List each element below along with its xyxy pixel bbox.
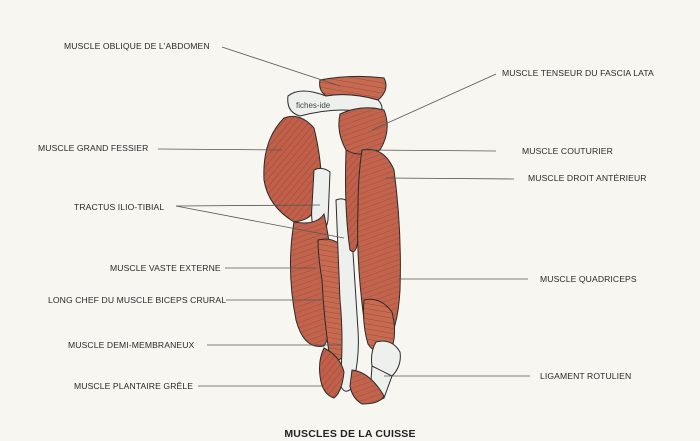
label-biceps: LONG CHEF DU MUSCLE BICEPS CRURAL xyxy=(48,295,227,305)
label-vaste-externe: MUSCLE VASTE EXTERNE xyxy=(110,263,221,273)
leader-grand-fessier xyxy=(157,148,283,151)
label-ligament: LIGAMENT ROTULIEN xyxy=(540,371,632,381)
leader-oblique xyxy=(221,46,341,87)
label-droit-anterieur: MUSCLE DROIT ANTÉRIEUR xyxy=(528,173,647,183)
leader-tractus-a xyxy=(175,204,321,207)
label-tenseur: MUSCLE TENSEUR DU FASCIA LATA xyxy=(502,68,654,78)
label-oblique: MUSCLE OBLIQUE DE L'ABDOMEN xyxy=(64,41,210,51)
diagram-title: MUSCLES DE LA CUISSE xyxy=(284,428,416,440)
label-demi-membraneux: MUSCLE DEMI-MEMBRANEUX xyxy=(68,340,195,350)
label-couturier: MUSCLE COUTURIER xyxy=(522,146,613,156)
leader-lines xyxy=(157,46,530,387)
label-quadriceps: MUSCLE QUADRICEPS xyxy=(540,274,637,284)
plantaris-shape xyxy=(319,347,345,399)
label-plantaire: MUSCLE PLANTAIRE GRÊLE xyxy=(74,381,194,391)
leader-couturier xyxy=(363,149,497,152)
leader-tenseur xyxy=(371,73,497,131)
label-tractus: TRACTUS ILIO-TIBIAL xyxy=(74,202,165,212)
label-grand-fessier: MUSCLE GRAND FESSIER xyxy=(38,143,149,153)
lower-leg-front-shape xyxy=(349,369,385,405)
watermark-text: fiches-ide xyxy=(296,101,331,110)
tensor-fascia-lata-shape xyxy=(338,107,388,156)
leader-tractus-b xyxy=(175,205,345,239)
leader-droit-anterieur xyxy=(385,177,515,180)
